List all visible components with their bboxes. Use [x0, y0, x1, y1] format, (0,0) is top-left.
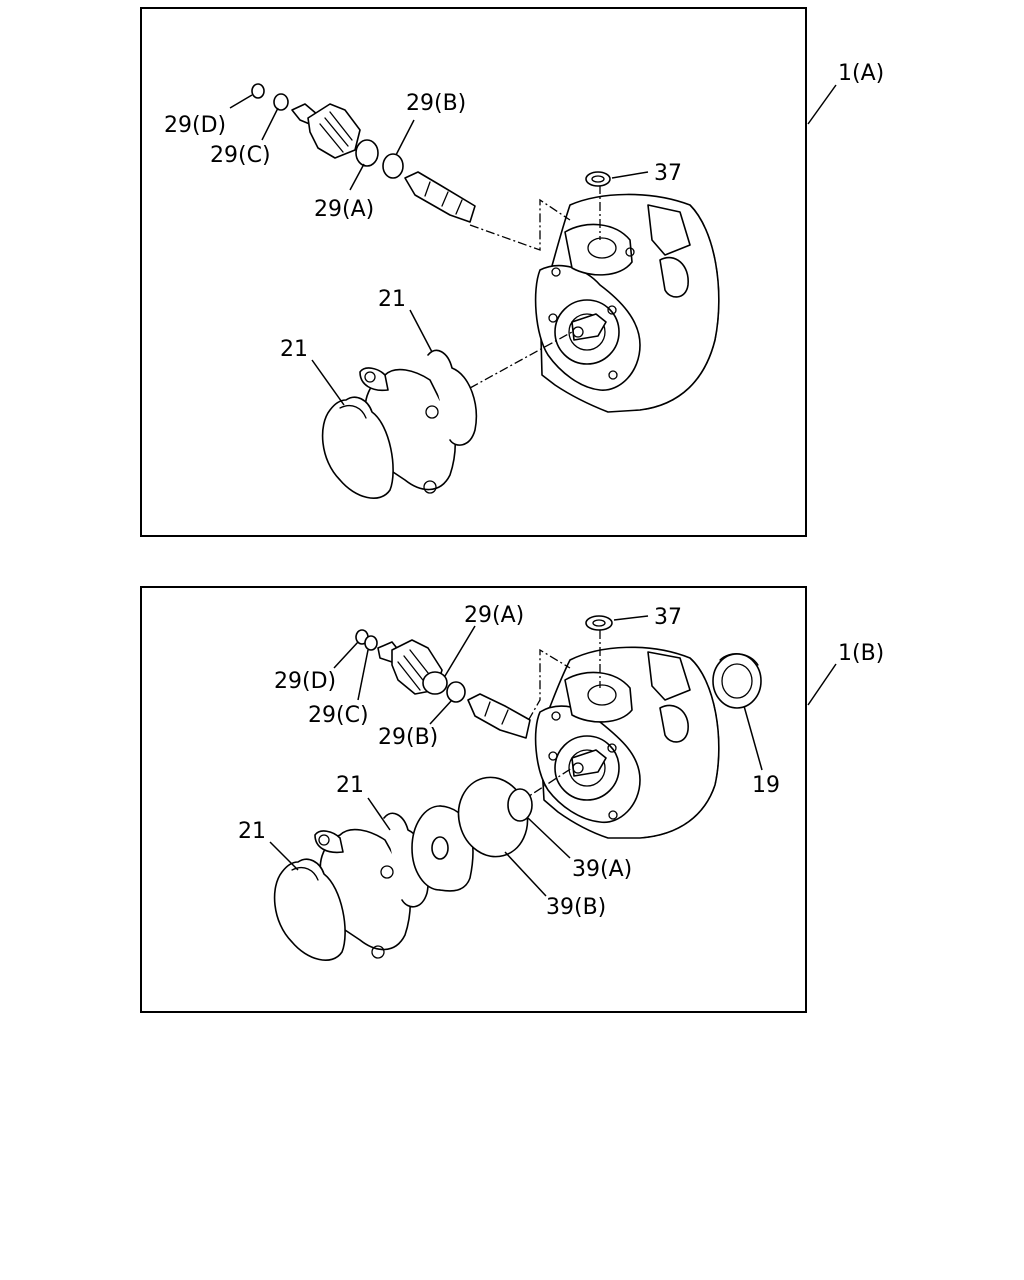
- top-leaders: [229, 84, 837, 406]
- callout-19: 19: [752, 773, 780, 798]
- callout-37: 37: [654, 161, 682, 186]
- callout-39b: 39(B): [546, 895, 606, 920]
- valve-centerline: [469, 198, 571, 251]
- callout-29a: 29(A): [314, 197, 374, 222]
- pump-housing: [534, 193, 720, 413]
- pump-housing-b: [534, 646, 720, 839]
- panel-bottom-frame: [140, 586, 807, 1013]
- callout-29c: 29(C): [210, 143, 271, 168]
- bottom-leaders: [269, 615, 837, 897]
- callout-29a-b: 29(A): [464, 603, 524, 628]
- assembly-label-1a: 1(A): [838, 61, 884, 86]
- callout-29b-b: 29(B): [378, 725, 438, 750]
- callout-21-gasket-b: 21: [336, 773, 364, 798]
- assembly-label-1b: 1(B): [838, 641, 884, 666]
- washer-37: [585, 171, 611, 187]
- callout-21-gasket: 21: [378, 287, 406, 312]
- callout-29d-b: 29(D): [274, 669, 336, 694]
- rear-cover-b: [273, 776, 533, 961]
- callout-37-b: 37: [654, 605, 682, 630]
- callout-39a: 39(A): [572, 857, 632, 882]
- callout-21-ring-b: 21: [238, 819, 266, 844]
- callout-29b: 29(B): [406, 91, 466, 116]
- callout-21-ring: 21: [280, 337, 308, 362]
- valve-centerline-b: [519, 648, 571, 736]
- panel-bottom: 29(A) 29(D) 29(C) 29(B) 37 19 1(B) 21 21…: [140, 586, 884, 1013]
- valve-assembly-b: [355, 629, 531, 739]
- oil-seal-19: [712, 653, 762, 709]
- rear-cover: [321, 349, 477, 499]
- shaft-centerline-b: [519, 767, 573, 803]
- valve-assembly: [251, 83, 476, 223]
- callout-29c-b: 29(C): [308, 703, 369, 728]
- callout-29d: 29(D): [164, 113, 226, 138]
- panel-top-frame: [140, 7, 807, 537]
- panel-top: 29(D) 29(C) 29(A) 29(B) 37 21 21 1(A): [140, 7, 884, 537]
- shaft-centerline: [469, 331, 573, 389]
- washer-37-b: [585, 615, 613, 631]
